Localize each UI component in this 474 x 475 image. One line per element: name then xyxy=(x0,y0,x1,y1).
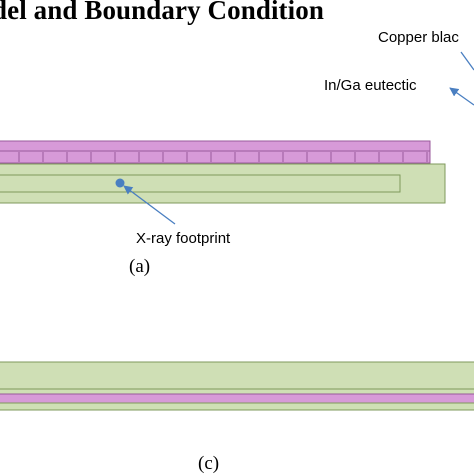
copper-black-arrow xyxy=(460,51,474,71)
inga-eutectic-label: In/Ga eutectic xyxy=(324,77,417,94)
segmented-contact-row xyxy=(0,150,431,164)
panel-c-top-substrate xyxy=(0,361,474,390)
panel-c-thin-line xyxy=(0,388,474,395)
panel-c-bottom-substrate xyxy=(0,402,474,411)
inga-eutectic-arrow xyxy=(449,87,474,106)
copper-black-layer xyxy=(0,140,431,152)
panel-c-assembly xyxy=(0,361,474,411)
panel-a-assembly xyxy=(0,140,446,225)
panel-label-a: (a) xyxy=(129,256,151,277)
xray-footprint-label: X-ray footprint xyxy=(136,230,231,247)
panel-label-c: (c) xyxy=(198,453,220,474)
copper-black-label: Copper blac xyxy=(378,29,459,46)
diagram-title: del and Boundary Condition xyxy=(0,0,324,25)
xray-footprint-region xyxy=(0,174,401,193)
xray-footprint-marker xyxy=(115,178,125,188)
panel-c-purple-layer xyxy=(0,393,474,404)
xray-footprint-arrow xyxy=(123,185,176,225)
